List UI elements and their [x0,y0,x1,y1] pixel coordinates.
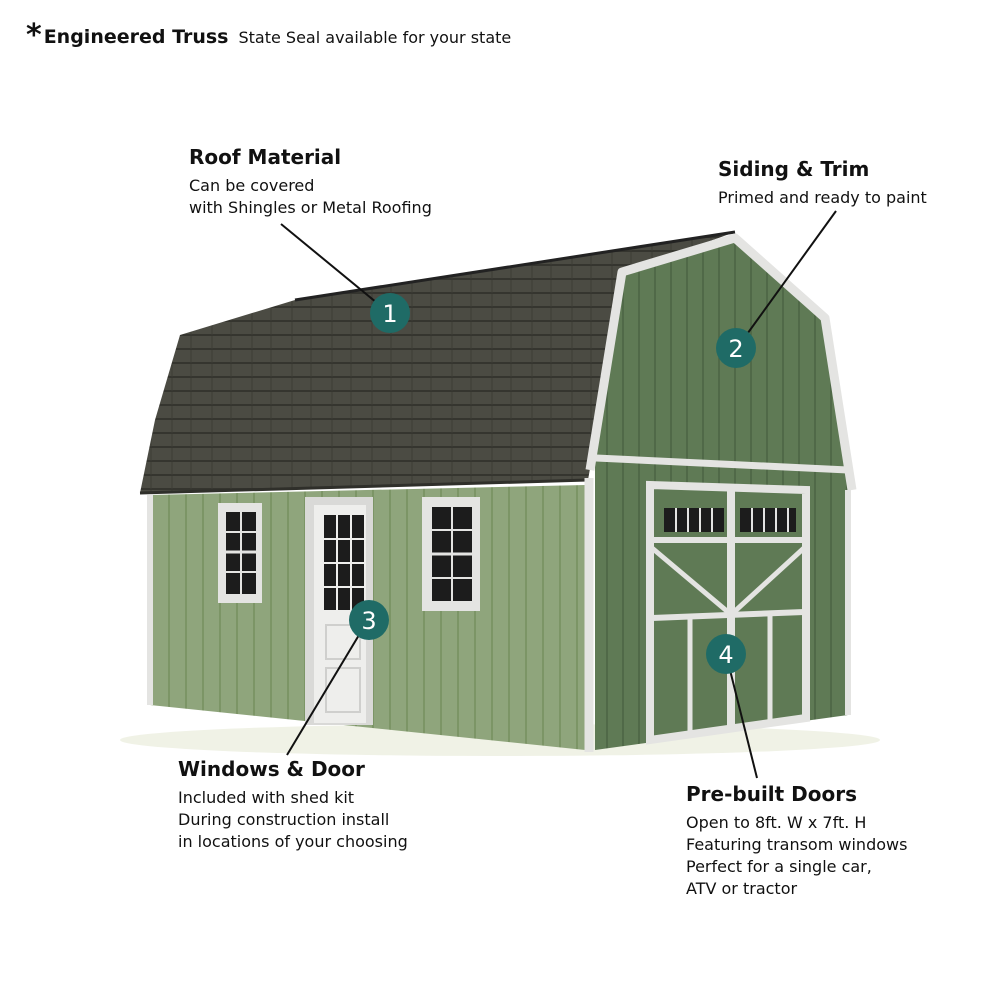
barn-doors [646,480,810,745]
leader-line-4 [725,653,758,779]
callout-1-line: Can be covered [189,176,315,195]
header: *Engineered Truss State Seal available fo… [26,21,512,51]
marker-3-number: 3 [361,607,376,635]
leader-line-2 [736,210,837,349]
leader-line-3 [286,619,369,756]
callout-4-line: Open to 8ft. W x 7ft. H [686,813,867,832]
callout-4-line: ATV or tractor [686,879,798,898]
callout-2-title: Siding & Trim [718,157,870,181]
callout-3-line: Included with shed kit [178,788,355,807]
callout-2-line: Primed and ready to paint [718,188,927,207]
callout-1-line: with Shingles or Metal Roofing [189,198,432,217]
callout-3-title: Windows & Door [178,757,365,781]
callout-4-title: Pre-built Doors [686,782,858,806]
marker-1-number: 1 [382,300,397,328]
marker-2-number: 2 [728,335,743,363]
header-subtitle: State Seal available for your state [238,28,512,47]
callout-4-line: Featuring transom windows [686,835,908,854]
roof-ridge [294,230,736,302]
callout-windows-door: Windows & Door Included with shed kit Du… [178,757,408,853]
marker-1: 1 [370,293,410,333]
marker-4: 4 [706,634,746,674]
callout-3-line: During construction install [178,810,390,829]
callout-siding-trim: Siding & Trim Primed and ready to paint [718,157,927,209]
gable-trim [585,233,857,491]
leader-line-1 [280,223,389,313]
callout-4-line: Perfect for a single car, [686,857,872,876]
gable-band-trim [595,454,849,474]
callout-3-line: in locations of your choosing [178,832,408,851]
roof-eave [139,478,589,495]
marker-2: 2 [716,328,756,368]
callout-1-title: Roof Material [189,145,342,169]
callout-roof-material: Roof Material Can be covered with Shingl… [189,145,432,219]
roof-shingles [140,232,735,493]
marker-4-number: 4 [718,641,733,669]
window-left [218,503,262,603]
header-title: Engineered Truss [43,26,229,48]
window-right [422,497,480,611]
asterisk-mark: * [26,18,42,53]
marker-3: 3 [349,600,389,640]
callout-pre-built-doors: Pre-built Doors Open to 8ft. W x 7ft. H … [686,782,907,900]
